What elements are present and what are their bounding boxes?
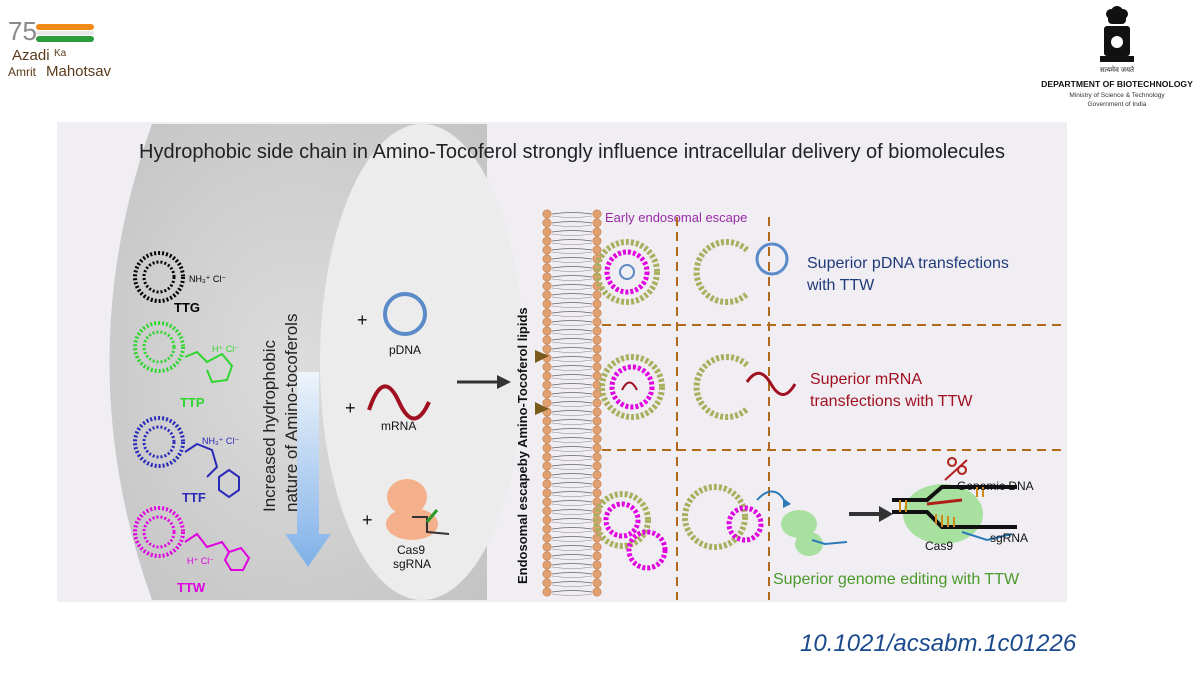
hydrophobicity-gradient-arrow bbox=[285, 372, 331, 567]
national-emblem-icon bbox=[1100, 6, 1134, 62]
pdna-icon bbox=[383, 292, 427, 336]
pdna-outcome-line2: with TTW bbox=[806, 277, 875, 294]
department-of-biotechnology-logo: सत्यमेव जयते DEPARTMENT OF BIOTECHNOLOGY… bbox=[1041, 6, 1193, 108]
flag-white-stripe bbox=[36, 31, 94, 35]
section-dividers bbox=[602, 217, 1067, 600]
pdna-label: pDNA bbox=[389, 343, 421, 357]
genome-outcome: Superior genome editing with TTW bbox=[773, 571, 1020, 588]
dbt-government: Government of India bbox=[1088, 101, 1147, 108]
escape-pore-marker-2 bbox=[535, 402, 549, 415]
endosomal-membrane-bilayer bbox=[542, 209, 602, 597]
mrna-label: mRNA bbox=[381, 419, 416, 433]
sgrna-label: sgRNA bbox=[393, 557, 431, 571]
lipid-ttp-label: TTP bbox=[180, 395, 205, 410]
svg-text:NH₃⁺ Cl⁻: NH₃⁺ Cl⁻ bbox=[202, 436, 239, 446]
mrna-outcome-line2: transfections with TTW bbox=[810, 393, 973, 410]
delivery-figure: Hydrophobic side chain in Amino-Tocofero… bbox=[57, 122, 1067, 602]
gradient-label-line2: nature of Amino-tocoferols bbox=[282, 314, 301, 512]
figure-title: Hydrophobic side chain in Amino-Tocofero… bbox=[139, 141, 1005, 163]
genome-sgrna-label: sgRNA bbox=[990, 531, 1028, 545]
lipid-ttg-label: TTG bbox=[174, 300, 200, 315]
row-genome-editing: Genomic DNA Cas9 sgRNA Superior genome e… bbox=[593, 457, 1034, 588]
emblem-motto: सत्यमेव जयते bbox=[1100, 65, 1135, 74]
gradient-label-line1: Increased hydrophobic bbox=[260, 339, 279, 512]
dbt-title: DEPARTMENT OF BIOTECHNOLOGY bbox=[1041, 79, 1193, 89]
pdna-outcome-line1: Superior pDNA transfections bbox=[807, 255, 1009, 272]
svg-text:H⁺ Cl⁻: H⁺ Cl⁻ bbox=[187, 556, 214, 566]
lipid-ttf-label: TTF bbox=[182, 490, 206, 505]
cas9-sgrna-icon bbox=[386, 479, 450, 540]
cylinder-face bbox=[320, 124, 524, 600]
membrane-label: Endosomal escapeby Amino-Tocoferol lipid… bbox=[515, 307, 530, 584]
escape-pore-marker-1 bbox=[535, 350, 549, 363]
plus-sign-pdna: + bbox=[357, 310, 368, 330]
lipid-ttf: NH₃⁺ Cl⁻ TTF bbox=[133, 416, 240, 505]
genome-cas9-label: Cas9 bbox=[925, 539, 953, 553]
plus-sign-cas9: + bbox=[362, 510, 373, 530]
logo-text-azadi: Azadi bbox=[12, 47, 50, 64]
flag-saffron-stripe bbox=[36, 24, 94, 30]
doi-reference: 10.1021/acsabm.1c01226 bbox=[800, 630, 1077, 657]
genomic-dna-label: Genomic DNA bbox=[957, 479, 1034, 493]
azadi-ka-amrit-mahotsav-logo: 75 Azadi Ka Amrit Mahotsav bbox=[8, 16, 112, 80]
svg-text:H⁺ Cl⁻: H⁺ Cl⁻ bbox=[212, 344, 239, 354]
row-pdna: Superior pDNA transfections with TTW bbox=[594, 239, 1009, 305]
mrna-icon bbox=[367, 384, 431, 421]
plus-sign-mrna: + bbox=[345, 398, 356, 418]
lipid-ttg: NH₃⁺ Cl⁻ TTG bbox=[133, 251, 226, 315]
cas9-label: Cas9 bbox=[397, 543, 425, 557]
logo-text-amrit: Amrit bbox=[8, 65, 37, 79]
svg-text:NH₃⁺ Cl⁻: NH₃⁺ Cl⁻ bbox=[189, 274, 226, 284]
logo-number: 75 bbox=[8, 16, 37, 46]
lipid-ttp: H⁺ Cl⁻ TTP bbox=[133, 321, 239, 410]
flag-green-stripe bbox=[36, 36, 94, 42]
lipid-ttw: H⁺ Cl⁻ TTW bbox=[133, 506, 251, 595]
mrna-outcome-line1: Superior mRNA bbox=[810, 371, 922, 388]
dbt-ministry: Ministry of Science & Technology bbox=[1069, 92, 1165, 99]
logo-text-ka: Ka bbox=[54, 48, 67, 59]
lipid-ttw-label: TTW bbox=[177, 580, 206, 595]
logo-text-mahotsav: Mahotsav bbox=[46, 63, 112, 80]
row-mrna: Superior mRNA transfections with TTW bbox=[599, 354, 973, 420]
